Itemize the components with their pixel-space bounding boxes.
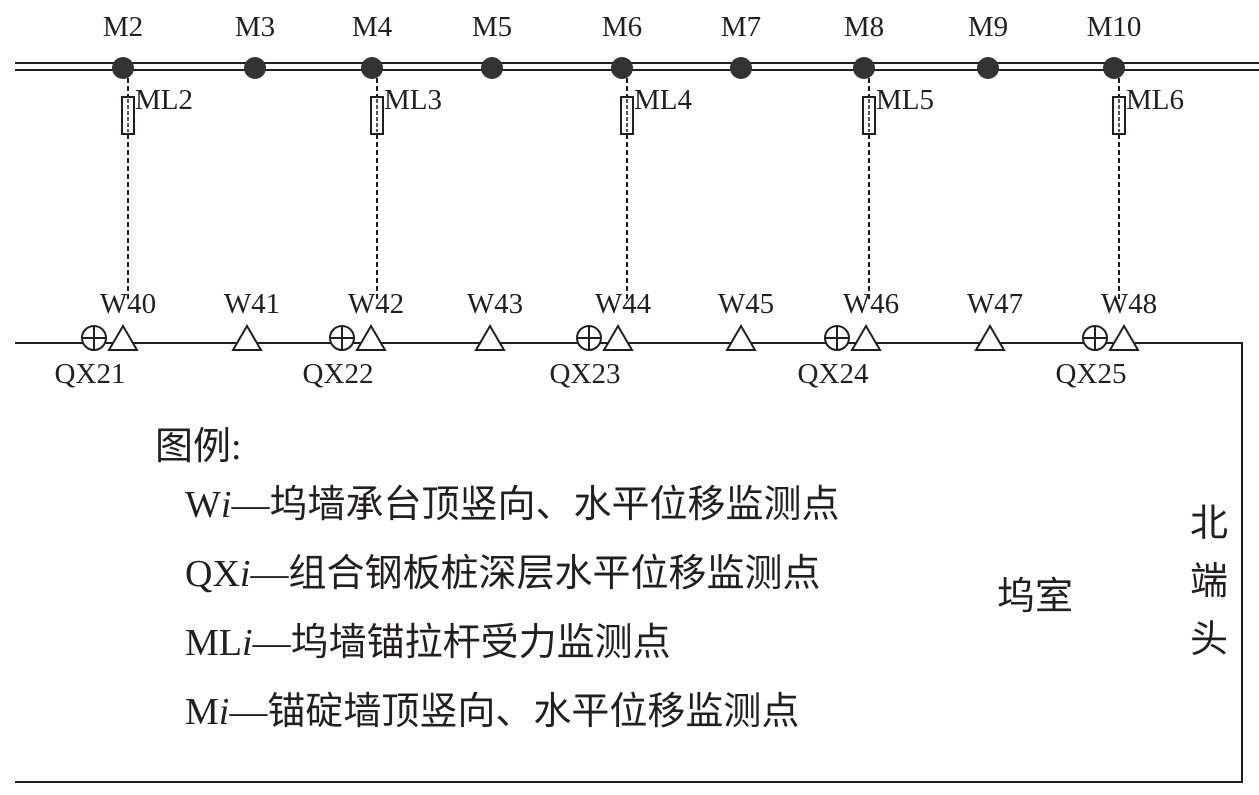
wall-monitor-triangle-icon [602,324,634,351]
anchor-point-marker [611,57,633,79]
legend-code: M [185,691,219,733]
anchor-point-label: M5 [471,11,513,43]
tie-rod-label: ML4 [634,84,692,116]
anchor-point-marker [112,57,134,79]
anchor-point-marker [481,57,503,79]
anchor-point-marker [730,57,752,79]
legend-index: i [220,484,232,526]
wall-point-label: W42 [347,288,405,320]
wall-monitor-triangle-icon [974,324,1006,351]
legend-code: QX [185,553,240,595]
tie-rod-gauge-icon [862,96,876,135]
anchor-point-label: M7 [720,11,762,43]
wall-point-label: W44 [594,288,652,320]
inclinometer-label: QX23 [549,358,621,390]
wall-point-label: W43 [466,288,524,320]
anchor-point-marker [244,57,266,79]
tie-rod-label: ML5 [876,84,934,116]
legend-code: W [185,484,221,526]
legend-index: i [239,553,251,595]
legend-index: i [218,691,230,733]
legend-row: Mi—锚碇墙顶竖向、水平位移监测点 [185,693,839,762]
legend-index: i [242,622,253,664]
wall-monitor-triangle-icon [231,324,263,351]
wall-point-label: W48 [1100,288,1158,320]
tie-rod-label: ML6 [1126,84,1184,116]
tie-rod-gauge-icon [121,96,135,135]
wall-monitor-triangle-icon [355,324,387,351]
wall-point-label: W40 [99,288,157,320]
wall-monitor-triangle-icon [725,324,757,351]
inclinometer-label: QX25 [1055,358,1127,390]
anchor-point-label: M8 [843,11,885,43]
anchor-point-label: M6 [601,11,643,43]
wall-monitor-triangle-icon [107,324,139,351]
inclinometer-label: QX22 [302,358,374,390]
legend-row: MLi—坞墙锚拉杆受力监测点 [185,624,839,693]
inclinometer-label: QX21 [54,358,126,390]
anchor-point-marker [361,57,383,79]
tie-rod-gauge-icon [1112,96,1126,135]
anchor-point-label: M10 [1086,11,1142,43]
anchor-point-label: M9 [967,11,1009,43]
wall-point-label: W41 [223,288,281,320]
tie-rod-label: ML3 [384,84,442,116]
north-char: 端 [1190,561,1229,603]
north-char: 头 [1190,619,1229,661]
legend-text: —锚碇墙顶竖向、水平位移监测点 [229,691,800,733]
tie-rod-gauge-icon [370,96,384,135]
north-end-label: 北 端 头 [1190,495,1230,669]
wall-monitor-triangle-icon [474,324,506,351]
anchor-point-marker [977,57,999,79]
wall-point-label: W47 [966,288,1024,320]
legend-text: —组合钢板桩深层水平位移监测点 [250,553,821,595]
legend-row: QXi—组合钢板桩深层水平位移监测点 [185,555,839,624]
anchor-point-label: M3 [234,11,276,43]
tie-rod-gauge-icon [620,96,634,135]
tie-rod-label: ML2 [135,84,193,116]
legend-row: Wi—坞墙承台顶竖向、水平位移监测点 [185,486,839,555]
anchor-point-label: M2 [102,11,144,43]
wall-point-label: W46 [842,288,900,320]
anchor-point-marker [853,57,875,79]
wall-monitor-triangle-icon [1108,324,1140,351]
anchor-point-marker [1103,57,1125,79]
legend-text: —坞墙承台顶竖向、水平位移监测点 [231,484,840,526]
legend-title: 图例: [155,426,242,468]
inclinometer-label: QX24 [797,358,869,390]
dock-chamber-label: 坞室 [997,576,1074,618]
wall-monitor-triangle-icon [850,324,882,351]
legend-text: —坞墙锚拉杆受力监测点 [252,622,671,664]
wall-point-label: W45 [717,288,775,320]
north-char: 北 [1190,503,1229,545]
anchor-point-label: M4 [351,11,393,43]
legend-code: ML [185,622,242,664]
